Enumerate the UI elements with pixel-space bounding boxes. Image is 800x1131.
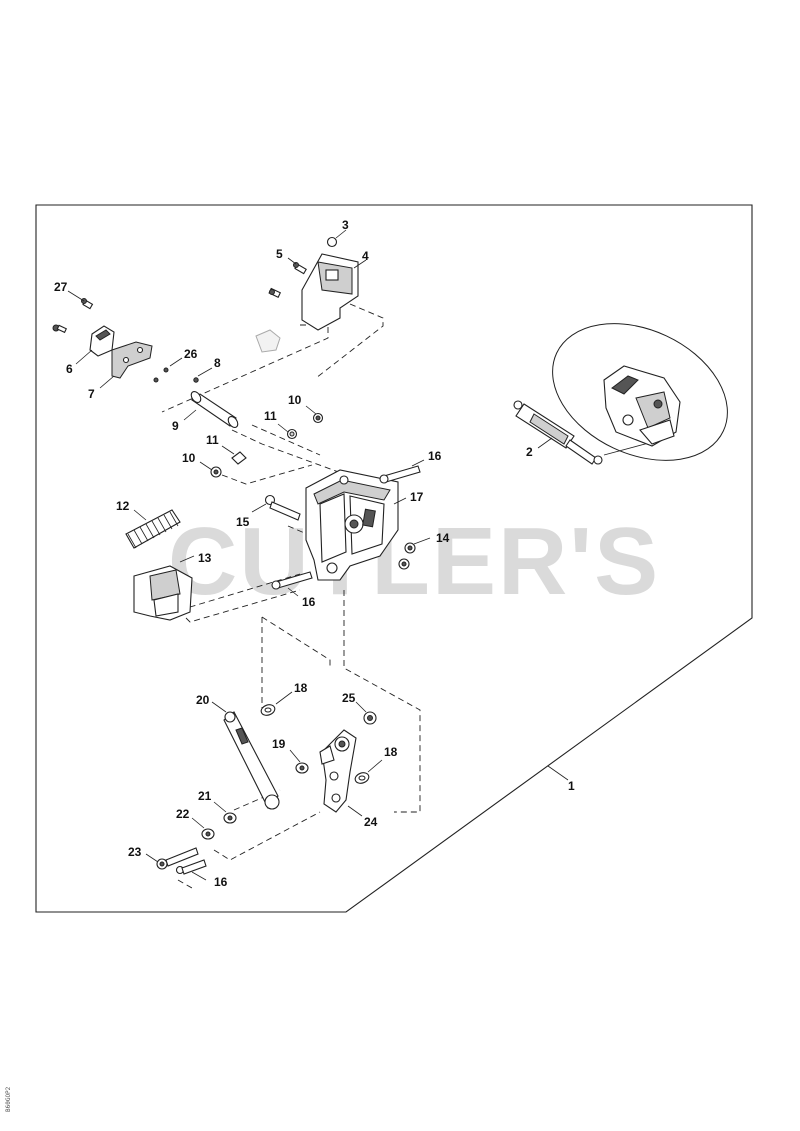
part-8-pin bbox=[193, 367, 213, 383]
part-5-screw bbox=[287, 257, 307, 275]
part-17-bracket bbox=[305, 469, 407, 581]
callout-2: 2 bbox=[526, 445, 533, 459]
callout-16-middle: 16 bbox=[302, 595, 316, 609]
part-16-bolt-middle bbox=[271, 571, 313, 597]
callout-18-lower: 18 bbox=[384, 745, 398, 759]
part-7-plate bbox=[99, 341, 153, 389]
part-22-washer bbox=[191, 817, 215, 840]
callout-22: 22 bbox=[176, 807, 190, 821]
callout-25: 25 bbox=[342, 691, 356, 705]
callout-23: 23 bbox=[128, 845, 142, 859]
callout-16-upper: 16 bbox=[428, 449, 442, 463]
part-14-bolts bbox=[398, 537, 431, 570]
callout-labels: 1 2 3 4 5 6 7 8 9 10 10 11 11 12 13 14 1… bbox=[54, 218, 575, 889]
part-11-bushing-lower bbox=[221, 445, 247, 465]
part-24-link bbox=[319, 729, 363, 817]
part-2-actuator bbox=[513, 400, 603, 465]
callout-18-upper: 18 bbox=[294, 681, 308, 695]
part-16-bolt-upper bbox=[379, 459, 425, 484]
callout-10-upper: 10 bbox=[288, 393, 302, 407]
leader-1 bbox=[547, 765, 569, 781]
callout-13: 13 bbox=[198, 551, 212, 565]
part-6-sensor bbox=[75, 325, 115, 365]
callout-10-lower: 10 bbox=[182, 451, 196, 465]
callout-19: 19 bbox=[272, 737, 286, 751]
part-10-nut-lower bbox=[199, 461, 222, 478]
cover-screw bbox=[268, 287, 282, 298]
callout-15: 15 bbox=[236, 515, 250, 529]
callout-12: 12 bbox=[116, 499, 130, 513]
part-21-washer bbox=[213, 801, 237, 824]
callout-20: 20 bbox=[196, 693, 210, 707]
callout-24: 24 bbox=[364, 815, 378, 829]
callout-8: 8 bbox=[214, 356, 221, 370]
part-4-cover bbox=[301, 253, 367, 331]
part-9-shaft bbox=[183, 391, 239, 428]
part-19-washer bbox=[289, 749, 309, 774]
part-13-bracket bbox=[133, 555, 195, 621]
callout-4: 4 bbox=[362, 249, 369, 263]
callout-21: 21 bbox=[198, 789, 212, 803]
callout-1: 1 bbox=[568, 779, 575, 793]
callout-5: 5 bbox=[276, 247, 283, 261]
part-26-screw bbox=[153, 357, 183, 383]
callout-7: 7 bbox=[88, 387, 95, 401]
part-11-bushing-upper bbox=[277, 423, 298, 440]
callout-16-lower: 16 bbox=[214, 875, 228, 889]
part-18-washer-lower bbox=[354, 759, 383, 784]
callout-26: 26 bbox=[184, 347, 198, 361]
part-23-bolt bbox=[145, 847, 199, 870]
callout-14: 14 bbox=[436, 531, 450, 545]
callout-9: 9 bbox=[172, 419, 179, 433]
cam-part bbox=[255, 329, 281, 353]
callout-3: 3 bbox=[342, 218, 349, 232]
callout-17: 17 bbox=[410, 490, 424, 504]
callout-11-lower: 11 bbox=[206, 433, 219, 447]
part-3-screw bbox=[326, 229, 347, 248]
part-12-spring bbox=[125, 509, 181, 549]
part-27-screw bbox=[67, 290, 94, 310]
diagram-code: B60GOP2 bbox=[5, 1086, 12, 1112]
part-16-pin-lower bbox=[175, 859, 207, 881]
assembly-frame bbox=[35, 204, 753, 913]
part-10-nut-upper bbox=[305, 405, 324, 424]
callout-6: 6 bbox=[66, 362, 73, 376]
callout-11-upper: 11 bbox=[264, 409, 277, 423]
part-15-bolt bbox=[251, 494, 301, 521]
sensor-screw bbox=[52, 324, 68, 334]
watermark: CUTLER'S bbox=[168, 508, 660, 615]
part-18-washer-upper bbox=[260, 691, 293, 716]
part-20-lever bbox=[211, 701, 280, 810]
part-25-nut bbox=[355, 701, 377, 725]
callout-27: 27 bbox=[54, 280, 68, 294]
detail-view bbox=[552, 323, 728, 461]
